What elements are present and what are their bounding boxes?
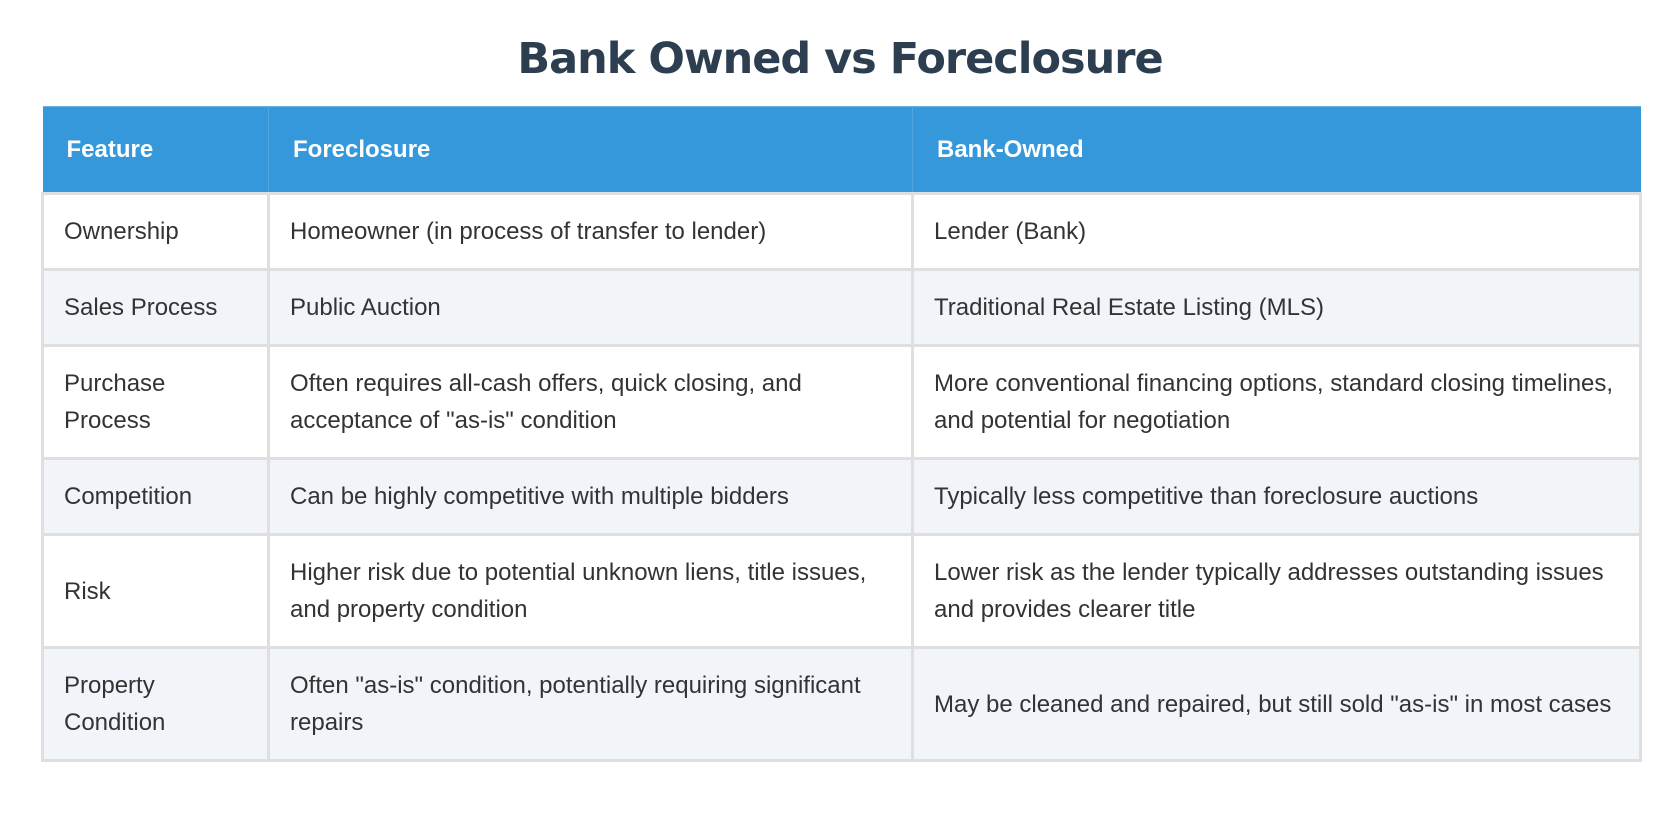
bank-owned-cell: Lender (Bank): [911, 192, 1642, 271]
table-row: Sales Process Public Auction Traditional…: [41, 268, 1642, 347]
feature-cell: Competition: [41, 457, 270, 536]
bank-owned-cell: May be cleaned and repaired, but still s…: [911, 646, 1642, 762]
foreclosure-cell: Public Auction: [267, 268, 914, 347]
feature-cell: Risk: [41, 533, 270, 649]
column-header-bank-owned: Bank-Owned: [912, 106, 1641, 195]
column-header-feature: Feature: [42, 106, 269, 195]
foreclosure-cell: Often "as-is" condition, potentially req…: [267, 646, 914, 762]
foreclosure-cell: Can be highly competitive with multiple …: [267, 457, 914, 536]
column-header-foreclosure: Foreclosure: [268, 106, 913, 195]
bank-owned-cell: Typically less competitive than foreclos…: [911, 457, 1642, 536]
feature-cell: Property Condition: [41, 646, 270, 762]
foreclosure-cell: Higher risk due to potential unknown lie…: [267, 533, 914, 649]
foreclosure-cell: Often requires all-cash offers, quick cl…: [267, 344, 914, 460]
feature-cell: Ownership: [41, 192, 270, 271]
table-row: Risk Higher risk due to potential unknow…: [41, 533, 1642, 649]
bank-owned-cell: Lower risk as the lender typically addre…: [911, 533, 1642, 649]
table-row: Competition Can be highly competitive wi…: [41, 457, 1642, 536]
table-header: Feature Foreclosure Bank-Owned: [42, 106, 1641, 195]
feature-cell: Sales Process: [41, 268, 270, 347]
bank-owned-cell: Traditional Real Estate Listing (MLS): [911, 268, 1642, 347]
table-row: Ownership Homeowner (in process of trans…: [41, 192, 1642, 271]
header-row: Feature Foreclosure Bank-Owned: [42, 106, 1641, 195]
table-row: Property Condition Often "as-is" conditi…: [41, 646, 1642, 762]
foreclosure-cell: Homeowner (in process of transfer to len…: [267, 192, 914, 271]
table-row: Purchase Process Often requires all-cash…: [41, 344, 1642, 460]
feature-cell: Purchase Process: [41, 344, 270, 460]
page-title: Bank Owned vs Foreclosure: [517, 34, 1163, 84]
bank-owned-cell: More conventional financing options, sta…: [911, 344, 1642, 460]
comparison-table: Feature Foreclosure Bank-Owned Ownership…: [41, 106, 1642, 762]
table-body: Ownership Homeowner (in process of trans…: [41, 192, 1642, 762]
